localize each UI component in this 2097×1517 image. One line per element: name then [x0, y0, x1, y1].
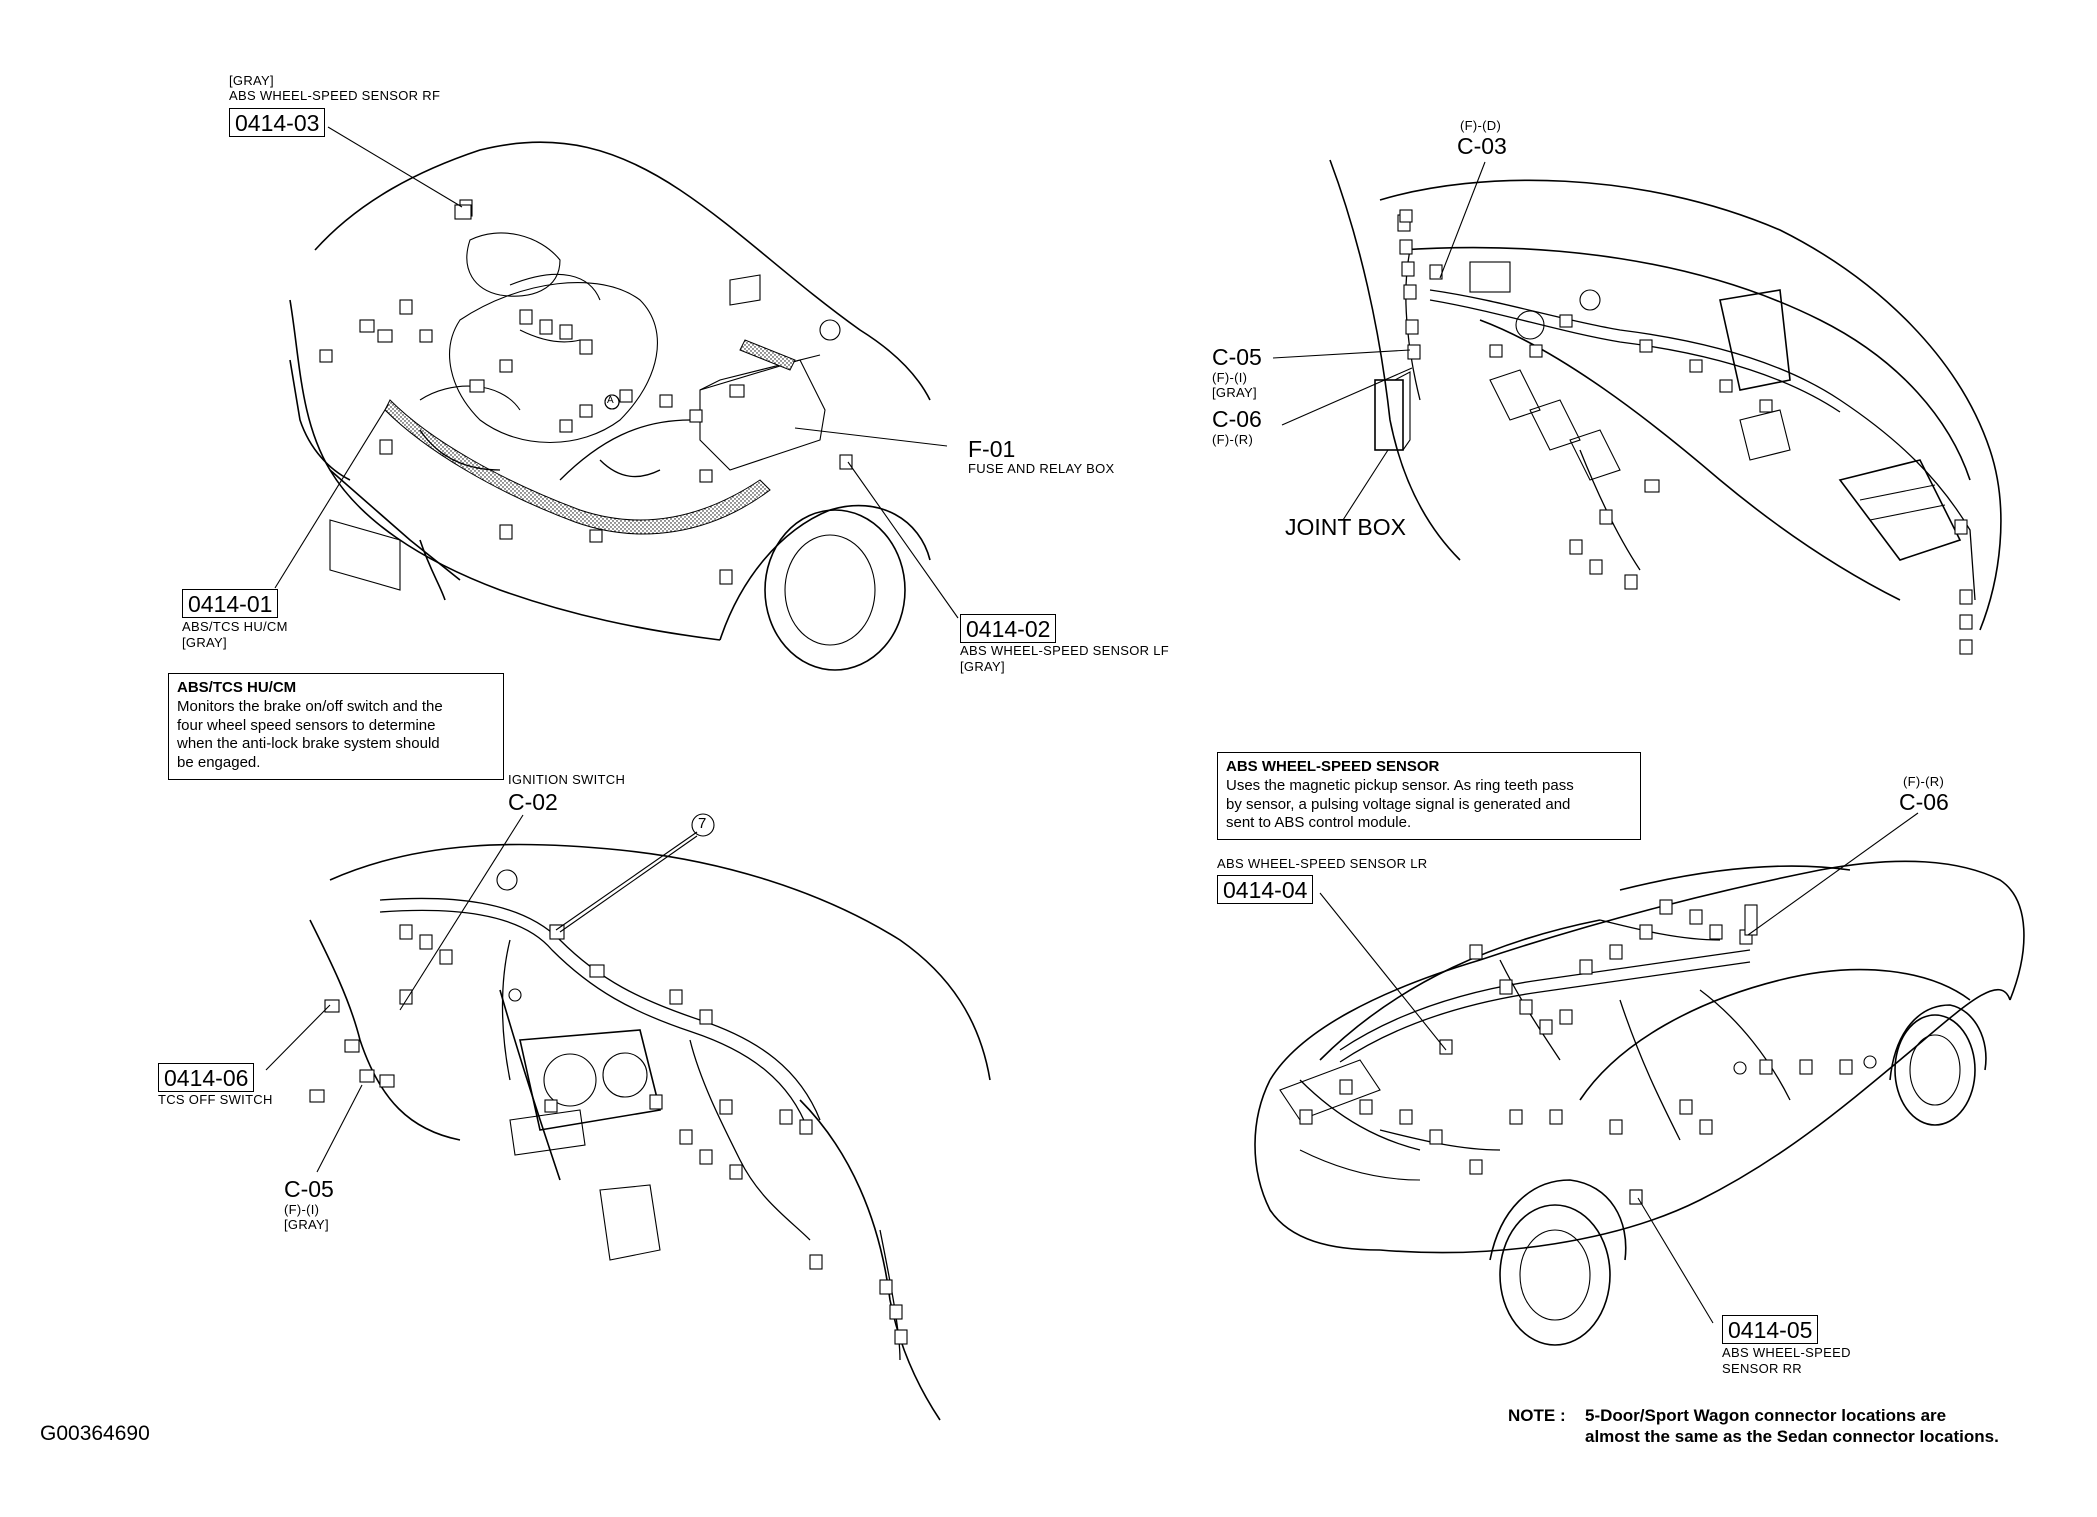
c05-right-pins: (F)-(I)	[1212, 370, 1248, 385]
hu-cm-box-line-1: Monitors the brake on/off switch and the	[177, 697, 443, 715]
hu-cm-box-line-3: when the anti-lock brake system should	[177, 735, 440, 753]
rf-sensor-code: 0414-03	[229, 108, 326, 138]
c03-code: C-03	[1457, 133, 1507, 159]
note-line-2: almost the same as the Sedan connector l…	[1585, 1427, 1999, 1446]
rr-sensor-name-line-1: ABS WHEEL-SPEED	[1722, 1345, 1851, 1360]
tcs-off-code: 0414-06	[158, 1063, 255, 1093]
engine-bay-drawing	[289, 141, 931, 671]
hu-cm-code: 0414-01	[182, 589, 279, 619]
diagram-id: G00364690	[40, 1422, 150, 1445]
wheel-sensor-box-line-1: Uses the magnetic pickup sensor. As ring…	[1226, 776, 1574, 794]
hu-cm-description-box: ABS/TCS HU/CM Monitors the brake on/off …	[168, 673, 504, 780]
ignition-switch-code: C-02	[508, 789, 558, 815]
dash-left-leaders	[265, 814, 698, 1173]
marker-a-circle	[604, 394, 620, 410]
rf-sensor-tag: [GRAY]	[229, 73, 274, 88]
wheel-sensor-box-line-3: sent to ABS control module.	[1226, 814, 1412, 832]
sedan-body-drawing	[1254, 860, 2025, 1346]
dash-left-drawing	[309, 843, 991, 1421]
rr-sensor-name-line-2: SENSOR RR	[1722, 1361, 1802, 1376]
lr-sensor-code: 0414-04	[1217, 875, 1314, 905]
ignition-switch-name: IGNITION SWITCH	[508, 772, 626, 787]
hu-cm-box-title: ABS/TCS HU/CM	[177, 679, 297, 696]
c06-body-pins: (F)-(R)	[1903, 774, 1945, 789]
hu-cm-box-line-4: be engaged.	[177, 754, 261, 771]
marker-7-label: 7	[698, 815, 707, 832]
dash-right-leaders	[1272, 161, 1486, 521]
rr-sensor-code: 0414-05	[1722, 1315, 1819, 1345]
wheel-sensor-box-title: ABS WHEEL-SPEED SENSOR	[1226, 758, 1440, 775]
hu-cm-name: ABS/TCS HU/CM	[182, 619, 288, 634]
c05-left-code: C-05	[284, 1176, 334, 1202]
engine-bay-leaders	[274, 126, 959, 619]
c03-pins: (F)-(D)	[1460, 118, 1502, 133]
dash-right-drawing	[1329, 159, 2002, 655]
fuse-box-code: F-01	[968, 436, 1016, 462]
hu-cm-box-line-2: four wheel speed sensors to determine	[177, 716, 436, 734]
lf-sensor-name: ABS WHEEL-SPEED SENSOR LF	[960, 643, 1170, 658]
c05-right-code: C-05	[1212, 344, 1262, 370]
marker-a-label: A	[607, 395, 614, 406]
marker-7-circle	[691, 813, 715, 837]
rf-sensor-name: ABS WHEEL-SPEED SENSOR RF	[229, 88, 441, 103]
c05-left-pins: (F)-(I)	[284, 1202, 320, 1217]
lf-sensor-code: 0414-02	[960, 614, 1057, 644]
fuse-box-name: FUSE AND RELAY BOX	[968, 461, 1115, 476]
c05-left-tag: [GRAY]	[284, 1217, 329, 1232]
c06-right-code: C-06	[1212, 406, 1262, 432]
wheel-sensor-box-line-2: by sensor, a pulsing voltage signal is g…	[1226, 795, 1571, 813]
c06-right-pins: (F)-(R)	[1212, 432, 1254, 447]
tcs-off-name: TCS OFF SWITCH	[158, 1092, 273, 1107]
note-line-1: 5-Door/Sport Wagon connector locations a…	[1585, 1406, 1947, 1425]
sedan-leaders	[1319, 812, 1919, 1324]
hu-cm-tag: [GRAY]	[182, 635, 227, 650]
lf-sensor-tag: [GRAY]	[960, 659, 1005, 674]
lr-sensor-name: ABS WHEEL-SPEED SENSOR LR	[1217, 856, 1428, 871]
wheel-sensor-description-box: ABS WHEEL-SPEED SENSOR Uses the magnetic…	[1217, 752, 1641, 840]
joint-box-label: JOINT BOX	[1285, 514, 1406, 540]
c06-body-code: C-06	[1899, 789, 1949, 815]
note-prefix: NOTE :	[1508, 1406, 1566, 1425]
c05-right-tag: [GRAY]	[1212, 385, 1257, 400]
